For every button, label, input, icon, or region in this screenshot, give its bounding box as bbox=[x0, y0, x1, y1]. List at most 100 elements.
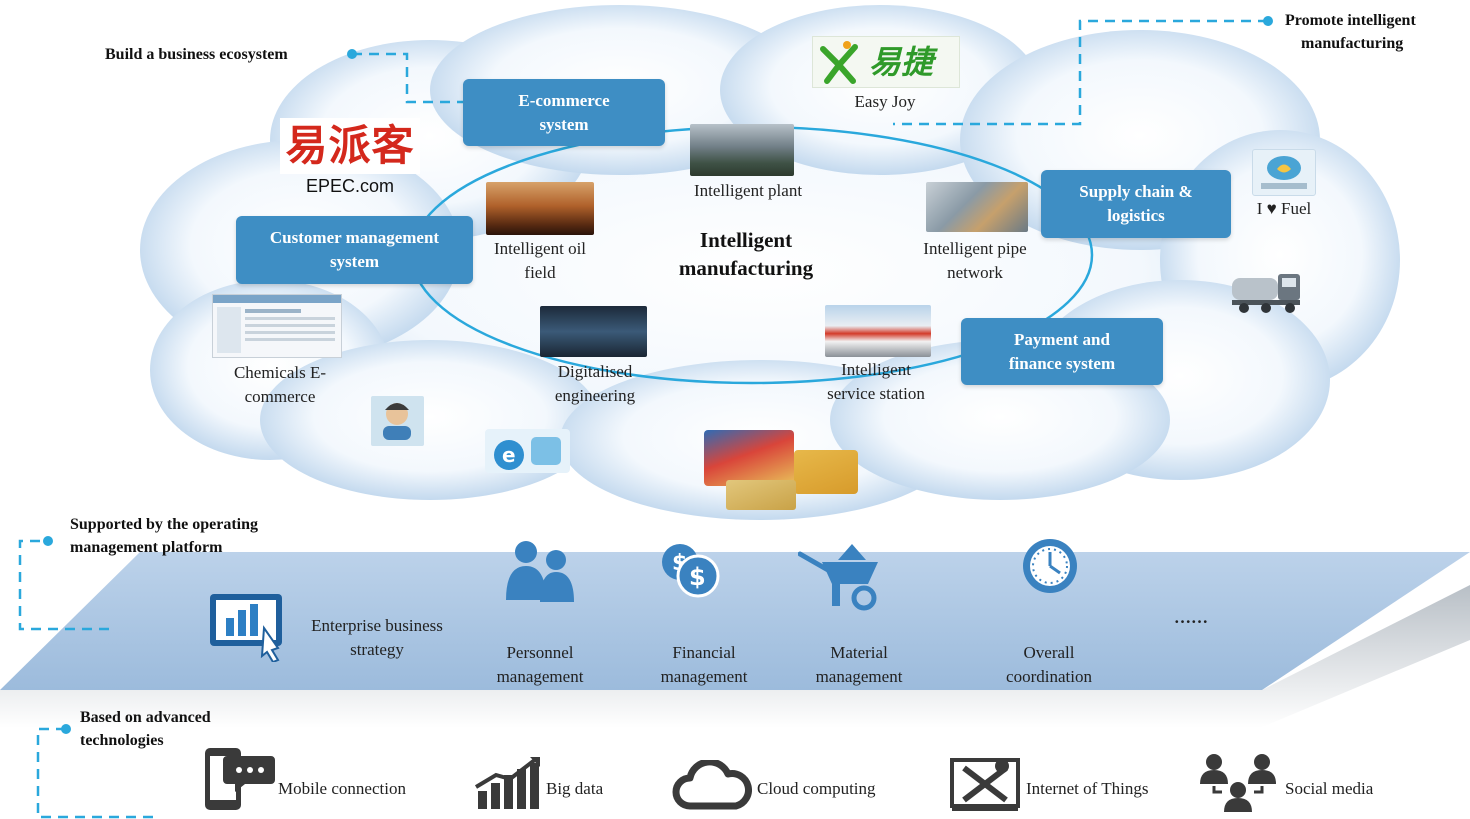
strategy-line2: strategy bbox=[350, 640, 404, 659]
station-line1: Intelligent bbox=[841, 360, 911, 379]
callout-tech-line1: Based on advanced bbox=[80, 709, 211, 726]
overall-line1: Overall bbox=[1023, 643, 1075, 662]
callout-intelligent-line2: manufacturing bbox=[1301, 35, 1404, 52]
personnel-management-label: Personnel management bbox=[470, 641, 610, 689]
ecommerce-system-box: E-commerce system bbox=[463, 79, 665, 146]
pipe-line2: network bbox=[947, 263, 1003, 282]
digital-line1: Digitalised bbox=[557, 362, 633, 381]
center-title-line1: Intelligent bbox=[699, 228, 793, 252]
fuel-card-2 bbox=[794, 450, 858, 494]
ifuel-drop-icon bbox=[1261, 156, 1307, 189]
tablet-chart-icon bbox=[210, 594, 282, 662]
chem-line1: Chemicals E- bbox=[233, 363, 327, 382]
connector-lines bbox=[18, 19, 1268, 819]
oil-line2: field bbox=[524, 263, 556, 282]
fuel-card-3 bbox=[726, 480, 796, 510]
overall-coordination-label: Overall coordination bbox=[978, 641, 1120, 689]
tanker-truck-icon bbox=[1232, 274, 1300, 313]
pipe-line1: Intelligent pipe bbox=[923, 239, 1027, 258]
internet-of-things-label: Internet of Things bbox=[1026, 779, 1149, 798]
personnel-line1: Personnel bbox=[506, 643, 574, 662]
supply-line1: Supply chain & bbox=[1079, 182, 1193, 201]
payment-line1: Payment and bbox=[1014, 329, 1110, 349]
center-title: Intelligent manufacturing bbox=[640, 226, 852, 282]
oil-field-photo bbox=[486, 182, 594, 235]
payment-finance-box: Payment and finance system bbox=[961, 318, 1163, 385]
callout-operating-line1: Supported by the operating bbox=[70, 516, 259, 533]
customer-service-avatar bbox=[371, 396, 424, 446]
epec-logo: 易派客 bbox=[280, 118, 420, 174]
center-title-line2: manufacturing bbox=[678, 256, 814, 280]
oil-line1: Intelligent oil bbox=[493, 239, 587, 258]
ifuel-logo bbox=[1252, 149, 1316, 196]
intelligent-service-station-label: Intelligent service station bbox=[800, 358, 952, 406]
financial-line2: management bbox=[660, 667, 748, 686]
svg-text:e: e bbox=[502, 443, 516, 467]
digital-line2: engineering bbox=[554, 386, 636, 405]
clock-icon bbox=[1023, 539, 1077, 593]
mobile-connection-label: Mobile connection bbox=[278, 779, 406, 798]
cloud-shape bbox=[140, 5, 1400, 520]
financial-line1: Financial bbox=[672, 643, 736, 662]
epec-caption: EPEC.com bbox=[305, 176, 395, 196]
ifuel-caption: I ♥ Fuel bbox=[1256, 199, 1312, 218]
epec-logo-text: 易派客 bbox=[285, 121, 415, 170]
customer-line1: Customer management bbox=[269, 228, 440, 247]
callout-operating-platform: Supported by the operating management pl… bbox=[70, 513, 258, 559]
callout-operating-line2: management platform bbox=[70, 539, 223, 556]
big-data-label: Big data bbox=[546, 779, 604, 798]
callout-intelligent-manufacturing: Promote intelligent manufacturing bbox=[1285, 9, 1416, 55]
cloud-icon bbox=[672, 760, 752, 810]
intelligent-plant-label: Intelligent plant bbox=[693, 181, 803, 200]
financial-management-label: Financial management bbox=[634, 641, 774, 689]
easy-joy-mark-icon bbox=[820, 41, 858, 84]
callout-tech-line2: technologies bbox=[80, 732, 164, 749]
supply-line2: logistics bbox=[1107, 206, 1165, 225]
iot-tools-icon bbox=[950, 758, 1020, 811]
social-media-label: Social media bbox=[1285, 779, 1374, 798]
digitalised-engineering-label: Digitalised engineering bbox=[520, 360, 670, 408]
chemicals-ecommerce-screenshot bbox=[212, 294, 342, 358]
people-network-icon bbox=[1200, 754, 1276, 812]
callout-intelligent-line1: Promote intelligent bbox=[1285, 12, 1416, 29]
bar-chart-icon bbox=[474, 757, 540, 809]
e-service-icon: e bbox=[494, 437, 561, 470]
ecommerce-line1: E-commerce bbox=[518, 90, 610, 110]
pipe-network-photo bbox=[926, 182, 1028, 232]
connector-dots bbox=[43, 16, 1273, 734]
intelligent-oil-field-label: Intelligent oil field bbox=[470, 237, 610, 285]
plant-photo bbox=[690, 124, 794, 176]
material-line2: management bbox=[815, 667, 903, 686]
supply-chain-box: Supply chain & logistics bbox=[1041, 170, 1231, 238]
platform-shadow bbox=[0, 585, 1470, 728]
easy-joy-caption: Easy Joy bbox=[854, 92, 916, 111]
callout-advanced-technologies: Based on advanced technologies bbox=[80, 706, 211, 752]
wheelbarrow-icon bbox=[798, 544, 878, 611]
customer-management-box: Customer management system bbox=[236, 216, 473, 284]
service-station-photo bbox=[825, 305, 931, 357]
chemicals-ecommerce-label: Chemicals E- commerce bbox=[200, 361, 360, 409]
e-service-logo: e bbox=[485, 429, 570, 473]
payment-line2: finance system bbox=[1008, 353, 1116, 373]
station-line2: service station bbox=[827, 384, 925, 403]
agent-avatar-icon bbox=[383, 403, 411, 440]
mobile-chat-icon bbox=[205, 748, 275, 810]
svg-text:$: $ bbox=[689, 563, 706, 591]
ecommerce-line2: system bbox=[539, 114, 589, 134]
easy-joy-logo: 易捷 bbox=[812, 36, 960, 88]
people-icon bbox=[506, 541, 574, 602]
personnel-line2: management bbox=[496, 667, 584, 686]
more-items-ellipsis: …… bbox=[1174, 608, 1208, 627]
strategy-line1: Enterprise business bbox=[311, 616, 443, 635]
cloud-computing-label: Cloud computing bbox=[757, 779, 876, 798]
material-management-label: Material management bbox=[790, 641, 928, 689]
chem-line2: commerce bbox=[244, 387, 316, 406]
fuel-card-1 bbox=[704, 430, 794, 486]
coins-icon: $ $ bbox=[662, 544, 720, 598]
customer-line2: system bbox=[329, 252, 380, 271]
material-line1: Material bbox=[830, 643, 888, 662]
intelligent-pipe-network-label: Intelligent pipe network bbox=[900, 237, 1050, 285]
overall-line2: coordination bbox=[1006, 667, 1092, 686]
